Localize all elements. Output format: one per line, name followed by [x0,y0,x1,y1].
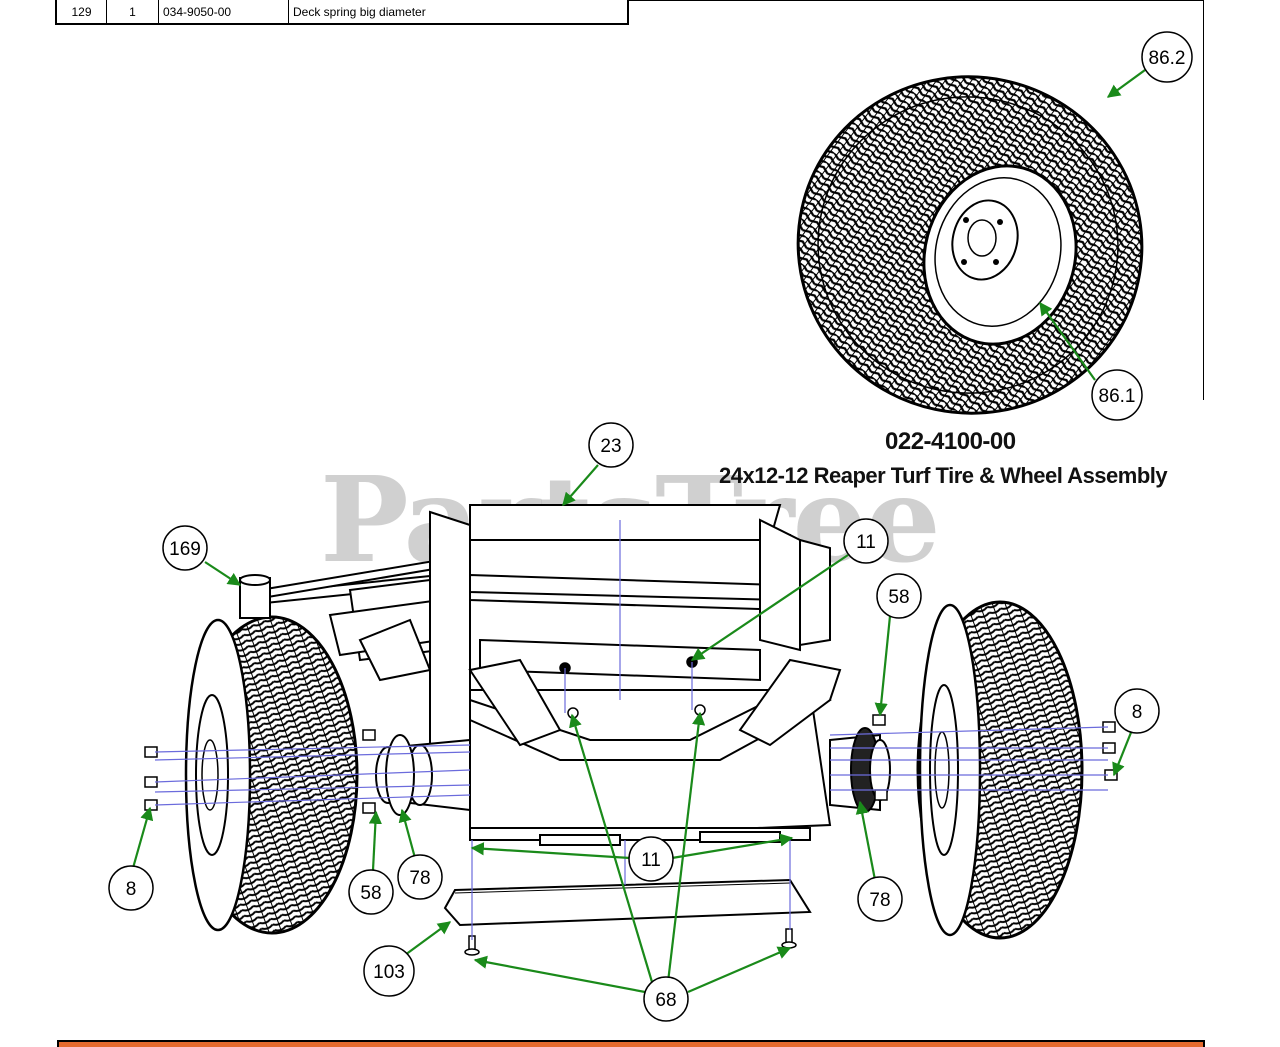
leader-11-bottom-b [671,833,794,860]
svg-text:11: 11 [856,532,876,553]
leader-68-d [687,946,792,994]
leader-8-right [1112,729,1134,777]
svg-text:8: 8 [126,879,137,900]
description-cell: Deck spring big diameter [293,4,426,19]
left-tire-drawing [184,615,359,935]
hardware-drawing [144,656,1118,956]
svg-text:78: 78 [409,868,430,889]
callout-23: 23 [588,422,634,468]
svg-text:11: 11 [641,850,661,871]
leader-86-2 [1106,69,1146,98]
leader-78-right [855,800,877,881]
callout-58-right: 58 [876,573,922,619]
part-number-cell: 034-9050-00 [159,0,289,23]
leader-86-1 [1039,301,1096,381]
svg-text:103: 103 [373,962,405,983]
callout-103: 103 [363,945,415,997]
tire-wheel-assembly-drawing [796,75,1144,415]
parts-table-row: 129 1 034-9050-00 Deck spring big diamet… [55,0,629,25]
leader-58-left [368,810,382,871]
svg-text:23: 23 [600,436,621,457]
svg-text:68: 68 [655,990,676,1011]
callout-78-right: 78 [857,876,903,922]
leader-11-top [690,554,849,661]
leader-11-bottom-a [470,842,631,860]
callout-58-left: 58 [348,869,394,915]
frame-top-line [629,0,1204,1]
ref-cell: 129 [57,0,107,23]
leader-68-c [473,955,646,994]
assembly-description: 24x12-12 Reaper Turf Tire & Wheel Assemb… [719,463,1168,488]
callout-8-left: 8 [108,865,154,911]
footer-bar [57,1040,1205,1047]
chassis-frame-drawing [238,504,891,846]
svg-text:78: 78 [869,890,890,911]
assembly-part-number: 022-4100-00 [885,428,1016,455]
leader-169 [204,561,242,586]
leader-23 [562,464,599,506]
callout-86-2: 86.2 [1141,31,1193,83]
svg-text:86.1: 86.1 [1099,386,1136,407]
callout-circles: 86.2 86.1 23 169 11 58 [108,31,1193,1022]
callout-78-left: 78 [397,854,443,900]
qty-cell: 1 [107,0,159,23]
assembly-guide-lines [154,520,1109,940]
callout-169: 169 [162,525,208,571]
leader-103 [404,921,452,956]
right-tire-drawing [916,600,1084,940]
leader-68-a [569,713,654,983]
svg-text:169: 169 [169,539,201,560]
svg-text:8: 8 [1132,702,1143,723]
callout-86-1: 86.1 [1091,369,1143,421]
frame-right-line [1203,0,1204,400]
callout-11-bottom: 11 [628,836,674,882]
leader-8-left [131,806,154,869]
leader-78-left [398,808,417,859]
callout-68: 68 [643,976,689,1022]
callout-11-top: 11 [843,518,889,564]
leader-58-right [874,615,892,717]
callout-8-right: 8 [1114,688,1160,734]
svg-text:58: 58 [360,883,381,904]
leader-68-b [666,711,706,983]
callout-leader-lines [131,69,1146,994]
svg-text:58: 58 [888,587,909,608]
svg-text:86.2: 86.2 [1149,48,1186,69]
